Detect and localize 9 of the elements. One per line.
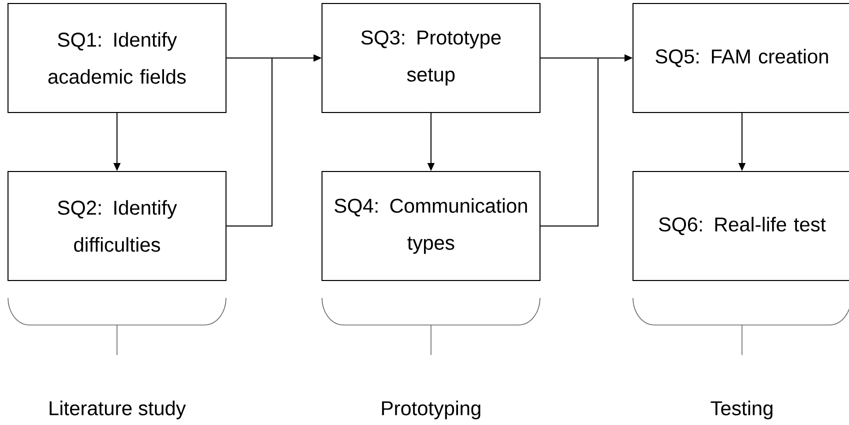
group-label: Literature study — [50, 400, 186, 420]
process-box: SQ2: Identify difficulties — [8, 171, 226, 281]
process-box: SQ5: FAM creation — [632, 3, 849, 113]
process-box: SQ4: Communication types — [322, 171, 540, 281]
group-label: Prototyping — [382, 400, 480, 420]
group-label: Testing — [710, 400, 772, 420]
process-box: SQ1: Identify academic fields — [8, 3, 226, 113]
process-box: SQ3: Prototype setup — [322, 3, 540, 113]
process-box: SQ6: Real-life test — [632, 171, 849, 281]
